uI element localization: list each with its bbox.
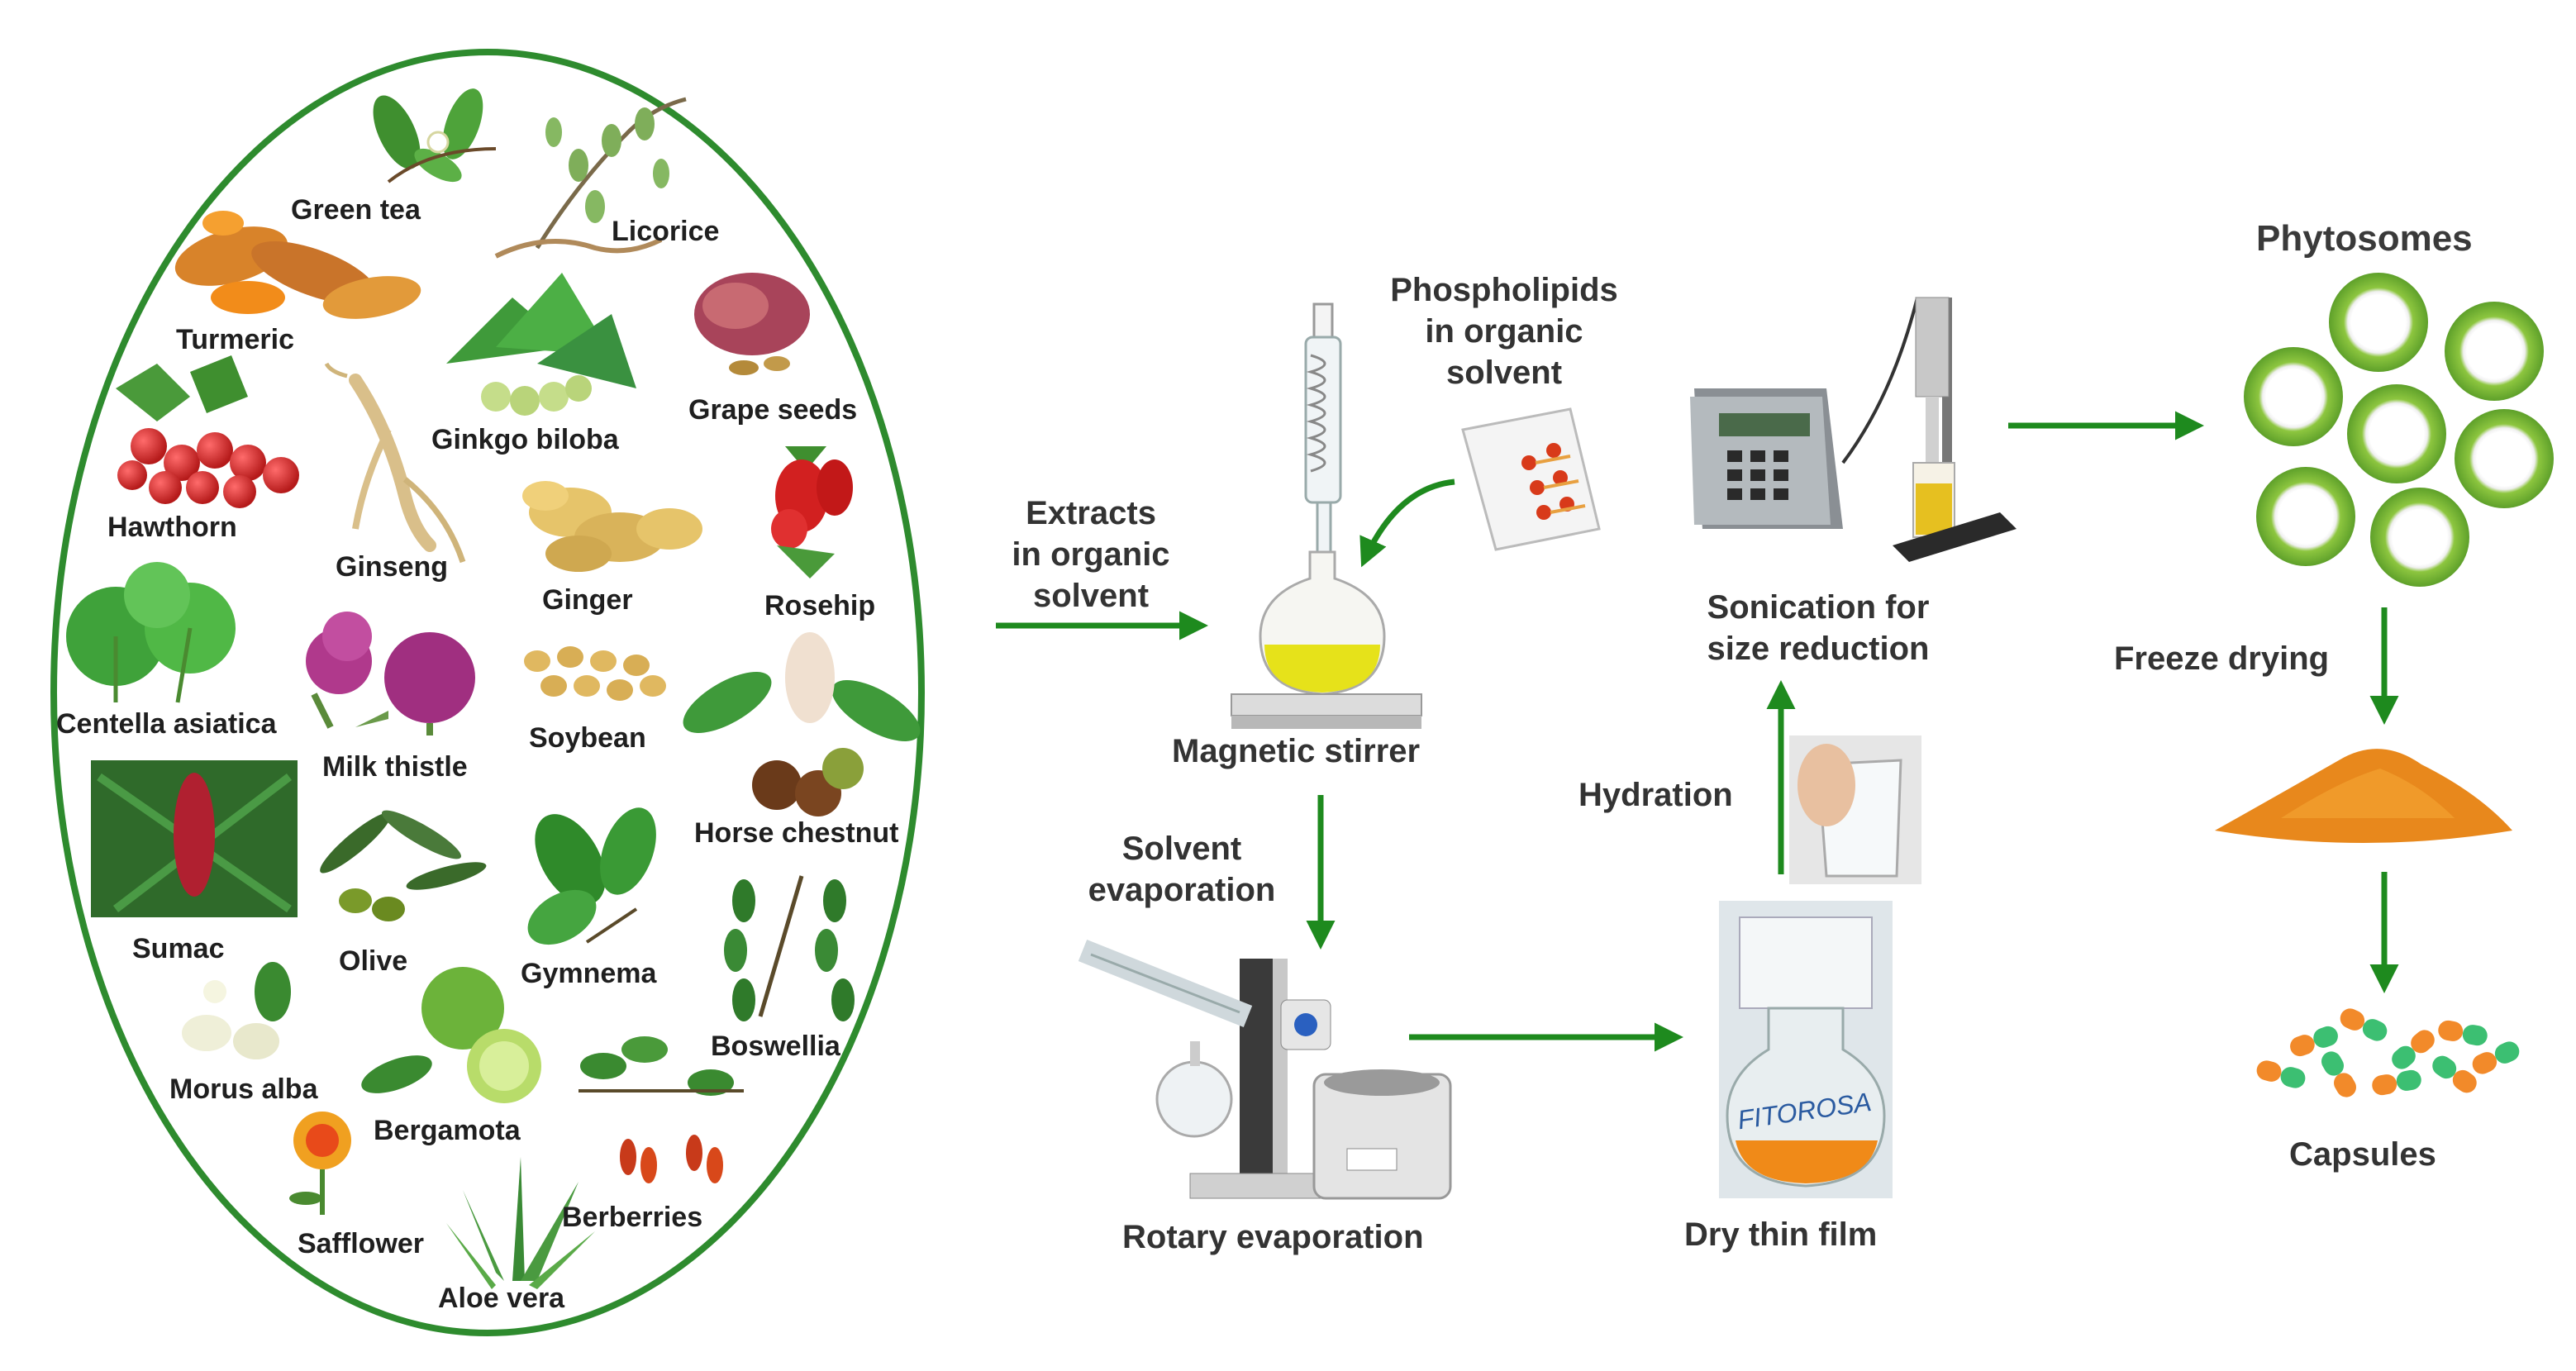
label-soybean: Soybean	[529, 722, 646, 754]
label-aloe: Aloe vera	[438, 1283, 565, 1314]
berberries-image	[579, 1036, 744, 1183]
hydration-beaker-image	[1789, 735, 1921, 884]
soybean-image	[524, 646, 666, 701]
olive-image	[320, 810, 487, 921]
sumac-image	[91, 760, 298, 917]
label-olive: Olive	[339, 945, 408, 977]
label-centella: Centella asiatica	[56, 708, 277, 740]
label-extracts: Extracts in organic solvent	[1012, 495, 1170, 614]
label-berberries: Berberries	[562, 1202, 703, 1233]
label-phytosomes: Phytosomes	[2256, 218, 2473, 259]
label-morus: Morus alba	[169, 1073, 318, 1105]
magnetic-stirrer-image	[1231, 302, 1422, 729]
safflower-image	[289, 1112, 351, 1215]
dry-thin-film-image: FITOROSA	[1719, 901, 1893, 1198]
morus-alba-image	[182, 962, 291, 1059]
label-magnetic-stirrer: Magnetic stirrer	[1172, 733, 1421, 769]
label-ginkgo: Ginkgo biloba	[431, 424, 619, 455]
hawthorn-image	[116, 355, 299, 508]
gymnema-image	[527, 807, 656, 945]
ginkgo-image	[446, 273, 636, 416]
label-dry-thin-film: Dry thin film	[1684, 1216, 1878, 1253]
label-gymnema: Gymnema	[521, 958, 657, 989]
rosehip-image	[771, 446, 853, 578]
phytosome-4	[2347, 384, 2446, 483]
label-horse-chestnut: Horse chestnut	[694, 817, 899, 849]
arrow-phospholipids-to-flask	[1359, 478, 1455, 568]
label-phospholipids: Phospholipids in organic solvent	[1390, 272, 1618, 391]
phytosomes-image	[2244, 273, 2554, 587]
aloe-vera-image	[446, 1157, 595, 1289]
label-licorice: Licorice	[612, 216, 720, 247]
label-milk-thistle: Milk thistle	[322, 751, 468, 783]
phytosome-7	[2370, 488, 2469, 587]
ginger-image	[522, 481, 702, 572]
label-boswellia: Boswellia	[711, 1031, 840, 1062]
capsules-image	[2256, 1008, 2520, 1097]
label-ginseng: Ginseng	[336, 551, 449, 583]
ginseng-image	[324, 362, 466, 564]
boswellia-image	[724, 875, 855, 1021]
label-sumac: Sumac	[132, 933, 225, 964]
phytosome-1	[2329, 273, 2428, 372]
phytosome-3	[2244, 347, 2343, 446]
label-sonication: Sonication for size reduction	[1707, 589, 1930, 667]
label-hawthorn: Hawthorn	[107, 512, 237, 543]
label-hydration: Hydration	[1578, 777, 1733, 813]
rotary-evaporator-image	[1078, 940, 1452, 1200]
label-capsules: Capsules	[2289, 1136, 2436, 1173]
arrows	[996, 411, 2399, 1052]
label-rotary-evaporation: Rotary evaporation	[1122, 1219, 1424, 1255]
label-safflower: Safflower	[298, 1228, 425, 1259]
grape-seeds-image	[694, 273, 810, 375]
label-ginger: Ginger	[542, 584, 633, 616]
licorice-image	[494, 97, 687, 259]
milk-thistle-image	[306, 612, 475, 735]
label-freeze-drying: Freeze drying	[2114, 640, 2330, 677]
centella-image	[66, 562, 236, 703]
label-grape-seeds: Grape seeds	[688, 394, 858, 426]
green-tea-image	[373, 88, 497, 183]
label-turmeric: Turmeric	[176, 324, 294, 355]
turmeric-image	[174, 211, 421, 319]
powder-image	[2215, 749, 2512, 843]
label-rosehip: Rosehip	[764, 590, 876, 621]
bergamota-image	[361, 967, 541, 1103]
phytosome-2	[2445, 302, 2544, 401]
phospholipid-beaker-image	[1461, 407, 1601, 551]
horse-chestnut-image	[683, 632, 921, 816]
phytosome-6	[2256, 467, 2355, 566]
label-green-tea: Green tea	[291, 194, 421, 226]
label-bergamota: Bergamota	[374, 1115, 521, 1146]
phytosome-5	[2455, 409, 2554, 508]
sonicator-image	[1690, 297, 2017, 562]
label-solvent-evaporation: Solvent evaporation	[1088, 831, 1276, 908]
